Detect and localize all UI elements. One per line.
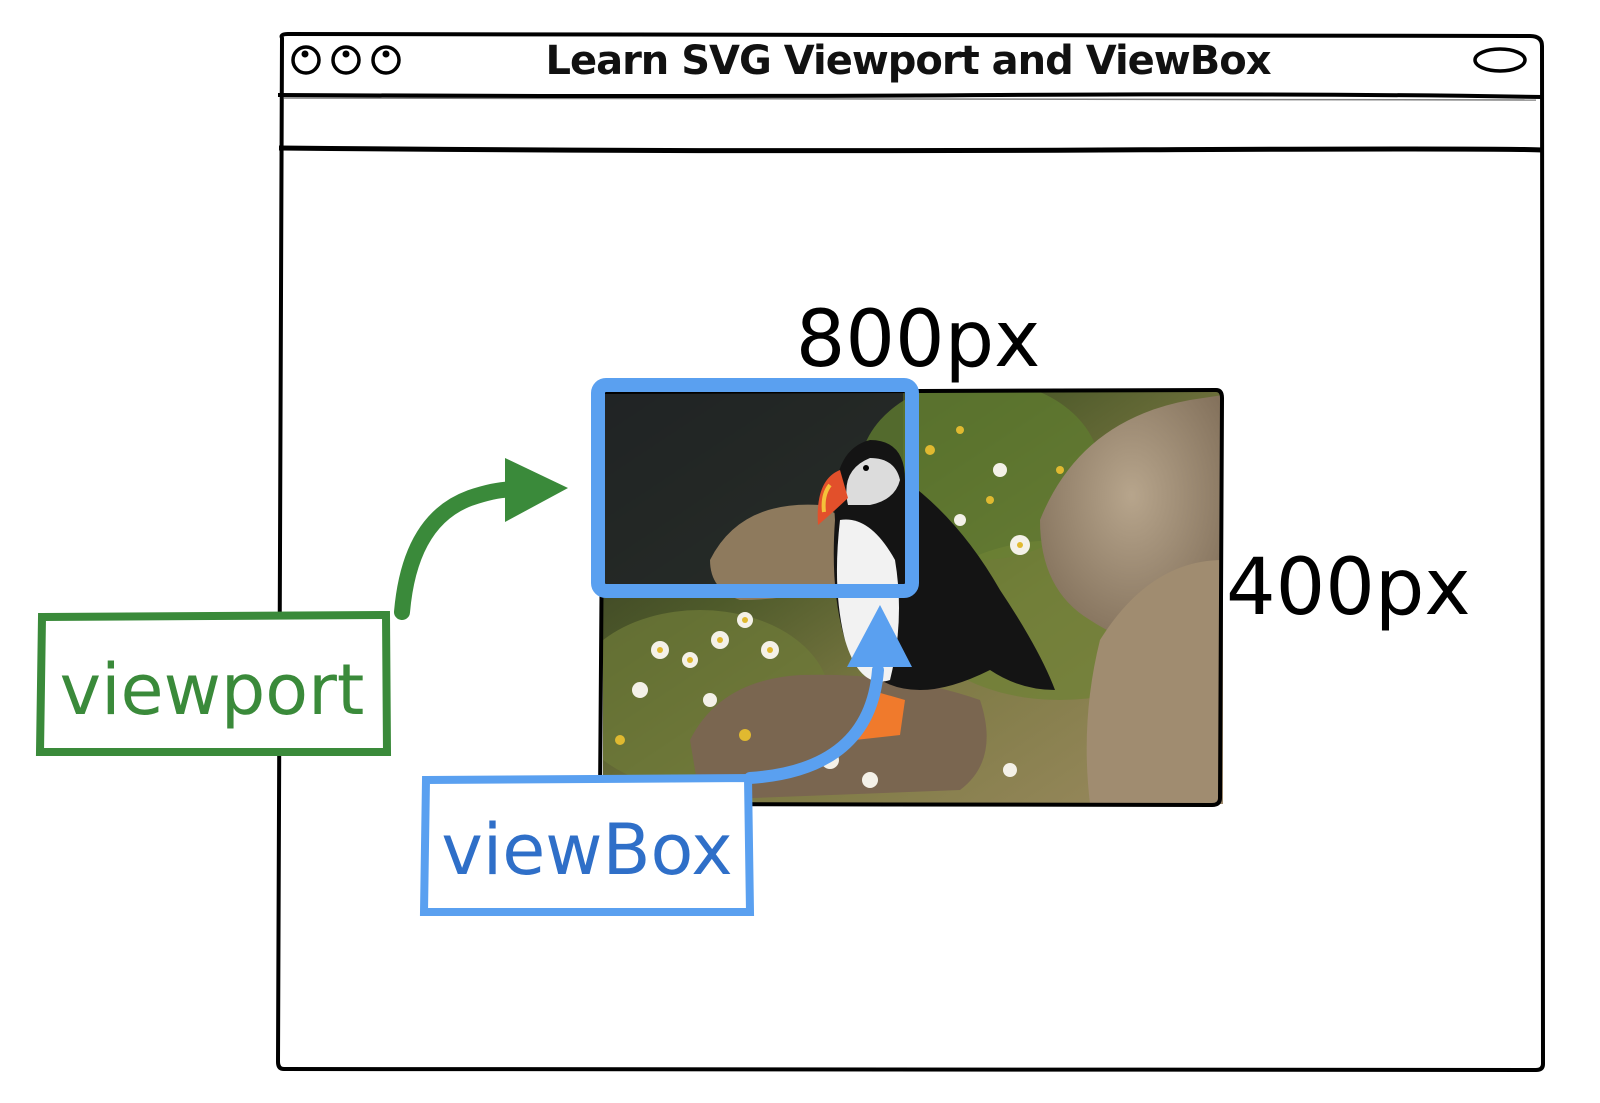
viewport-arrowhead-icon	[505, 458, 568, 522]
viewbox-label: viewBox	[441, 809, 732, 891]
viewbox-arrowhead-icon	[847, 605, 912, 667]
viewport-arrow	[394, 458, 568, 620]
window-button-maximize-icon[interactable]	[371, 45, 401, 75]
viewbox-arrow	[744, 605, 912, 784]
height-dimension-label: 400px	[1226, 543, 1471, 633]
width-dimension-label: 800px	[796, 295, 1041, 385]
toolbar-divider	[278, 145, 1543, 154]
toolbar-strip-outline	[283, 97, 1537, 101]
viewport-callout: viewport	[35, 610, 392, 756]
viewbox-highlight-frame	[591, 378, 919, 598]
viewbox-callout: viewBox	[419, 773, 755, 916]
window-outline	[276, 32, 1545, 1072]
window-title: Learn SVG Viewport and ViewBox	[545, 38, 1271, 84]
window-button-close-icon[interactable]	[291, 45, 321, 75]
viewport-label: viewport	[60, 649, 365, 731]
window-menu-pill-icon[interactable]	[1473, 47, 1527, 73]
window-controls[interactable]	[291, 45, 401, 75]
browser-window: Learn SVG Viewport and ViewBox	[276, 32, 1545, 1072]
titlebar-divider	[277, 92, 1543, 99]
window-button-minimize-icon[interactable]	[331, 45, 361, 75]
